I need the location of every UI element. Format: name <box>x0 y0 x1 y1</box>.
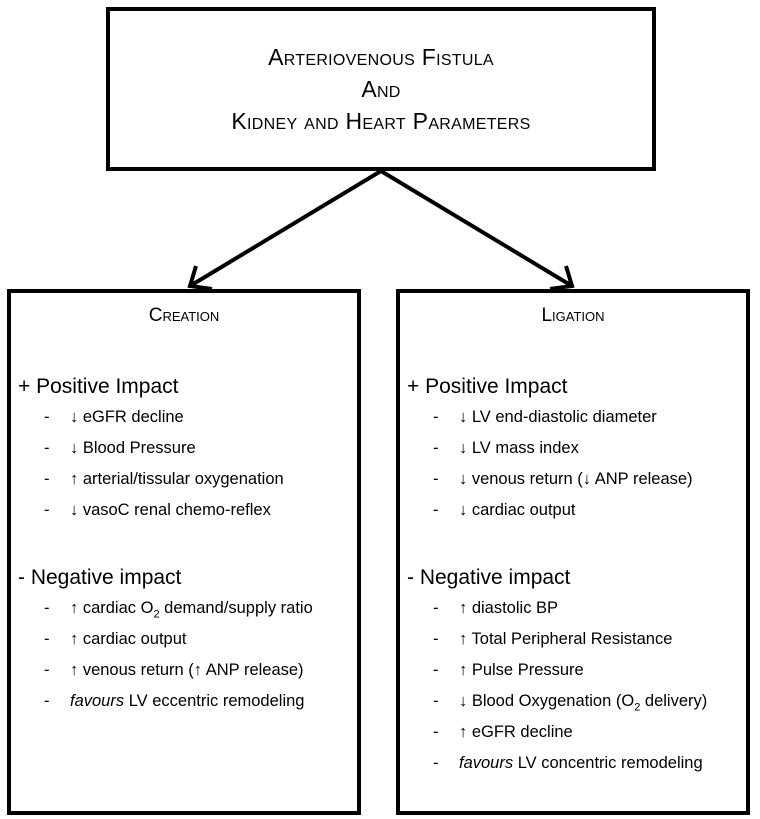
arrow-to-ligation <box>379 169 574 288</box>
list-item: -↑ arterial/tissular oxygenation <box>44 470 284 488</box>
list-item: -favours LV eccentric remodeling <box>44 692 305 710</box>
arrow-to-creation <box>188 169 383 288</box>
list-item: -favours LV concentric remodeling <box>433 754 703 772</box>
list-item: -↓ LV end-diastolic diameter <box>433 408 657 426</box>
title-box: Arteriovenous Fistula And Kidney and Hea… <box>106 7 656 171</box>
list-item: -↑ eGFR decline <box>433 723 573 741</box>
list-item: -↑ venous return (↑ ANP release) <box>44 661 304 679</box>
ligation-positive-heading: + Positive Impact <box>407 375 568 398</box>
creation-title: Creation <box>148 305 220 326</box>
list-item: -↑ Total Peripheral Resistance <box>433 630 673 648</box>
arrowhead-ligation <box>549 265 575 291</box>
title-line-1: Arteriovenous Fistula <box>268 44 494 70</box>
ligation-panel: Ligation + Positive Impact -↓ LV end-dia… <box>396 289 750 815</box>
list-item: -↓ Blood Oxygenation (O2 delivery) <box>433 692 708 714</box>
title-line-3: Kidney and Heart Parameters <box>231 108 531 134</box>
ligation-title: Ligation <box>541 305 605 326</box>
creation-panel: Creation + Positive Impact -↓ eGFR decli… <box>7 289 361 815</box>
list-item: -↓ vasoC renal chemo-reflex <box>44 501 271 519</box>
list-item: -↓ Blood Pressure <box>44 439 196 457</box>
list-item: -↑ diastolic BP <box>433 599 559 617</box>
list-item: -↓ venous return (↓ ANP release) <box>433 470 693 488</box>
list-item: -↓ eGFR decline <box>44 408 184 426</box>
ligation-negative-heading: - Negative impact <box>407 566 571 589</box>
list-item: -↑ Pulse Pressure <box>433 661 584 679</box>
arrowhead-creation <box>187 265 213 291</box>
creation-negative-heading: - Negative impact <box>18 566 182 589</box>
list-item: -↓ cardiac output <box>433 501 576 519</box>
list-item: -↑ cardiac O2 demand/supply ratio <box>44 599 313 621</box>
list-item: -↓ LV mass index <box>433 439 579 457</box>
list-item: -↑ cardiac output <box>44 630 187 648</box>
creation-positive-heading: + Positive Impact <box>18 375 179 398</box>
title-line-2: And <box>361 76 401 102</box>
